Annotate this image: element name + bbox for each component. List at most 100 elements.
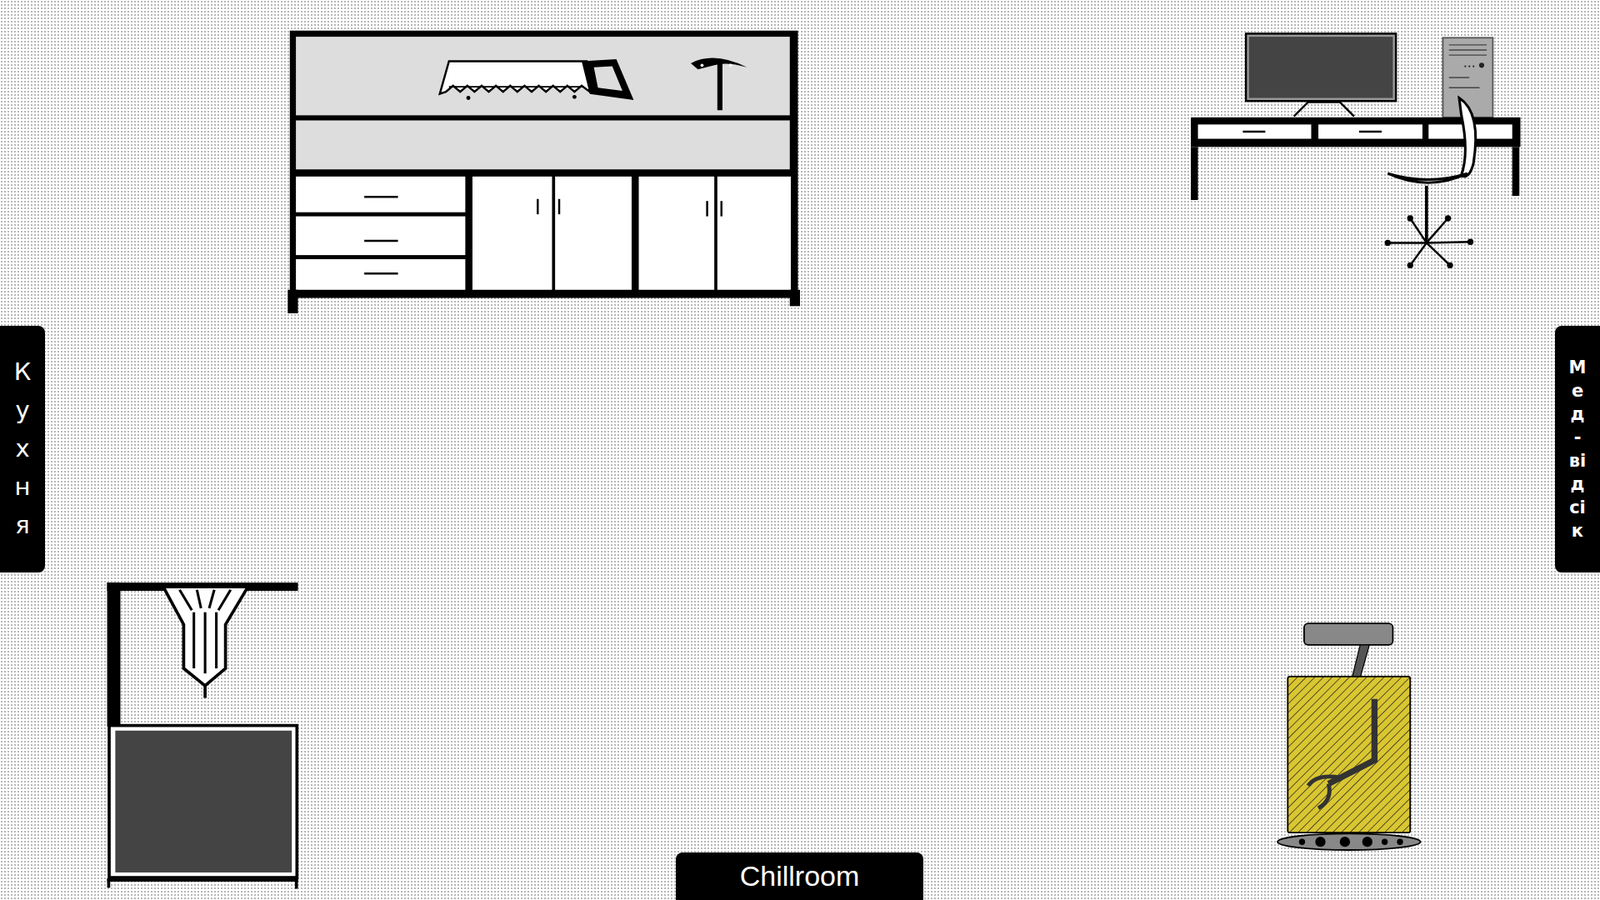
workbench-part-part [364,195,398,198]
printer-station [107,582,299,889]
computer-desk-part-part [1449,44,1487,45]
workbench-part-part [705,200,708,216]
workbench-part-part [720,200,722,216]
workbench-part [472,176,553,290]
computer-desk-part [1449,45,1487,88]
office-chair-part-part [1446,262,1453,269]
printer-station-part-part [204,612,207,674]
office-chair [1385,98,1476,269]
office-chair-part-part [1387,241,1427,244]
room-tab: Мед-відсік [1555,325,1600,573]
workbench-part [364,196,722,274]
office-chair-part-part [1426,218,1449,243]
robot-part [1328,699,1375,785]
office-chair-part-part [1407,215,1414,221]
office-chair-part-part [1407,262,1414,269]
hammer-part [717,59,723,110]
office-chair-part [1459,98,1476,177]
printer-station-part [115,730,292,873]
office-chair-part-part [1410,242,1427,265]
robot-part [1308,776,1341,809]
room-label: Chillroom [740,859,860,894]
robot-part-part [1315,836,1325,847]
saw-part [440,60,590,94]
robot-part-part [1381,839,1388,845]
workbench-part [555,176,632,290]
printer-station-part [107,878,111,888]
robot-part-part [1396,839,1403,845]
workbench-part [295,176,465,213]
printer-station-part [107,582,121,727]
computer-desk-part [1294,101,1355,116]
office-chair-part-part [1410,218,1427,243]
workbench-part-part [364,240,398,242]
robot-part [1277,833,1420,850]
workbench-part [295,120,790,170]
hammer-part [700,64,705,68]
printer-station-part [295,878,299,889]
robot-part-part [1340,836,1350,847]
printer-station-part-part [209,590,215,609]
workbench [287,30,800,314]
workbench-part [295,259,465,290]
office-chair-part-part [1445,215,1451,221]
office-chair-part-part [1467,239,1474,245]
computer-desk-part-part [1449,49,1487,50]
workbench-part [295,36,790,115]
computer-desk-part-part [1359,130,1382,133]
robot-part [1287,676,1410,833]
room-label: Мед-відсік [1569,355,1587,544]
workbench-part [639,176,715,290]
room-tab: Кухня [0,325,45,573]
office-chair-part [1425,185,1429,244]
computer-desk-part [1248,35,1395,100]
printer-station-part-part [192,612,195,669]
workbench-part-part [558,199,560,215]
printer-station-part-part [196,590,201,609]
computer-desk-part [1512,146,1520,196]
printer-station-part-part [215,612,218,669]
computer-desk [1190,32,1521,269]
workbench-part-part [536,199,539,215]
printer-station-part [180,590,231,674]
office-chair-part-part [1426,241,1471,243]
room-label: Кухня [10,353,35,545]
office-chair-part-part [1426,242,1450,265]
computer-desk-part [1318,124,1423,139]
saw [440,59,635,100]
computer-desk-part-part [1242,130,1265,133]
printer-station-part-part [218,590,231,610]
computer-desk-part-part [1449,76,1470,78]
office-chair-part [1387,218,1470,265]
workbench-part-part [364,272,398,275]
robot-part [1304,623,1394,645]
robot-part [1299,836,1404,847]
workbench-part [790,290,800,307]
office-chair-part-part [1385,240,1391,246]
computer-desk-part [1190,146,1199,200]
computer-desk-part [1479,62,1485,68]
computer-desk-part [1464,65,1466,67]
computer-desk-part [1242,130,1382,133]
robot [1277,623,1420,850]
workbench-part [717,176,791,290]
saw-part [572,95,577,100]
computer-desk-part-part [1449,87,1480,89]
room-title-tab: Chillroom [675,852,924,900]
printer-station-part [109,725,297,878]
computer-desk-part-part [1449,54,1487,55]
robot-part [1351,645,1370,678]
workbench-part [295,216,465,256]
printer-station-part-part [180,590,193,610]
saw-part [581,59,634,100]
workbench-part [287,290,298,314]
printer-station-part [107,878,299,882]
computer-desk-part [1245,32,1397,102]
robot-part-part [1362,836,1373,847]
computer-desk-part [1468,65,1470,67]
office-chair-part [1387,173,1468,183]
hammer [690,58,747,111]
computer-desk-part [1198,124,1312,139]
printer-station-part [163,586,249,686]
